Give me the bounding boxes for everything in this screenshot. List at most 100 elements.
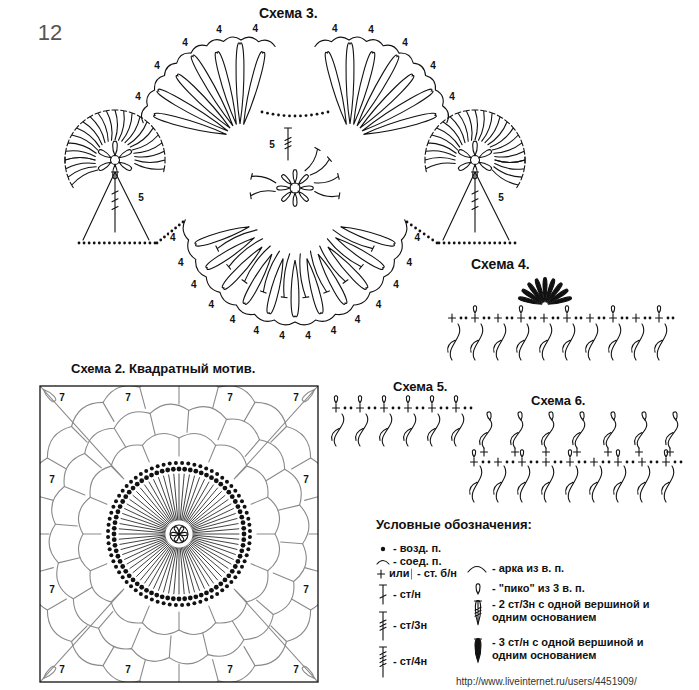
- stitch-petal: [458, 162, 471, 170]
- radial-stitch: [119, 534, 165, 535]
- chain-dot: [584, 461, 587, 464]
- hook-stitch: [70, 132, 98, 150]
- chain-dot: [423, 233, 426, 236]
- chain-dot: [78, 242, 81, 245]
- stitch-count: 4: [331, 24, 339, 34]
- hook-stitch: [430, 132, 458, 150]
- chain-dot: [139, 472, 143, 476]
- single-crochet: [381, 404, 388, 412]
- chain-dot: [226, 490, 231, 495]
- grey-chain: [85, 454, 102, 468]
- single-crochet: [429, 404, 436, 412]
- chain-dot: [112, 537, 117, 542]
- chain-dot: [247, 541, 251, 545]
- grey-chain: [257, 533, 275, 534]
- curl-stitch: [517, 324, 529, 360]
- single-crochet: [639, 458, 646, 466]
- hook-stitch: [494, 140, 523, 153]
- radial-stitch: [192, 514, 235, 530]
- chain-dot: [246, 547, 250, 551]
- hook-stitch: [472, 110, 478, 140]
- stitch-petal: [475, 639, 481, 662]
- grey-chain: [257, 600, 274, 614]
- chain-dot: [488, 242, 491, 245]
- chain-dot: [117, 494, 121, 498]
- stitch-petal: [299, 192, 309, 202]
- chain-dot: [261, 111, 264, 114]
- chain-dot: [674, 461, 677, 464]
- single-crochet: [471, 458, 478, 466]
- stitch-count: 4: [229, 315, 237, 325]
- chain-dot: [241, 537, 246, 542]
- chain-dot: [171, 467, 176, 472]
- chain-dot: [575, 317, 578, 320]
- chain-dot: [248, 529, 252, 533]
- curl-stitch: [540, 324, 552, 360]
- curl-stitch: [470, 466, 482, 502]
- chain-dot: [128, 242, 131, 245]
- stitch-petal: [307, 259, 323, 314]
- chain-dot: [422, 407, 425, 410]
- stitch-petal: [518, 412, 522, 420]
- grey-diagonal: [236, 386, 318, 477]
- chain-dot: [111, 505, 115, 509]
- chain-dot: [288, 114, 291, 117]
- radial-stitch: [123, 539, 166, 555]
- chain-dot: [149, 473, 154, 478]
- chain-dot: [229, 484, 233, 488]
- scallop-edge: [141, 37, 275, 123]
- chain-dot: [418, 230, 421, 233]
- chain-dot: [198, 464, 202, 468]
- curl-stitch: [573, 420, 585, 448]
- chain-dot: [650, 461, 653, 464]
- grey-chain: [142, 445, 149, 462]
- grey-diagonal: [40, 386, 122, 477]
- chain-dot: [150, 466, 154, 470]
- chain-dot: [180, 461, 184, 465]
- curl-stitch: [604, 420, 616, 448]
- stitch-petal: [473, 306, 476, 313]
- stitch-petal: [364, 113, 437, 134]
- grey-chain: [40, 495, 53, 501]
- curl-stitch: [638, 466, 650, 502]
- hook-stitch: [495, 157, 525, 163]
- curl-stitch: [614, 466, 626, 502]
- chain-dot: [107, 523, 111, 527]
- arch-symbol: [468, 567, 486, 573]
- radial-stitch: [159, 547, 175, 590]
- stitch-count: 5: [497, 193, 505, 203]
- stitch-petal: [657, 306, 660, 313]
- chain-dot: [448, 242, 451, 245]
- chain-dot: [182, 221, 185, 224]
- chain-dot: [138, 242, 141, 245]
- chain-dot: [246, 517, 250, 521]
- chain-line: [83, 172, 149, 240]
- legend-title: Условные обозначения:: [375, 518, 533, 533]
- stitch-petal: [113, 141, 118, 155]
- hook-stitch: [320, 246, 348, 283]
- chain-dot: [209, 475, 214, 480]
- chain-dot: [199, 593, 204, 598]
- grey-chain: [140, 660, 146, 681]
- stitch-petal: [98, 150, 111, 158]
- chain-dot: [162, 463, 166, 467]
- chain-dot: [283, 114, 286, 117]
- stitch-count: 4: [413, 233, 421, 243]
- chain-dot: [156, 600, 160, 604]
- legend-text: - "пико" из 3 в. п.: [491, 582, 586, 595]
- chain-dot: [159, 239, 162, 242]
- stitch-petal: [472, 450, 475, 457]
- chain-dot: [204, 473, 209, 478]
- curl-stitch: [609, 324, 621, 360]
- single-crochet: [518, 314, 525, 322]
- radial-stitch: [180, 474, 184, 520]
- chain-dot: [112, 532, 117, 537]
- chain-dot: [165, 596, 170, 601]
- stitch-petal: [302, 666, 314, 678]
- grey-chain: [178, 386, 179, 404]
- chain-dot: [171, 596, 176, 601]
- single-crochet: [481, 448, 488, 456]
- stitch-petal: [44, 390, 56, 402]
- stitch-petal: [299, 175, 309, 185]
- stitch-petal: [302, 390, 314, 402]
